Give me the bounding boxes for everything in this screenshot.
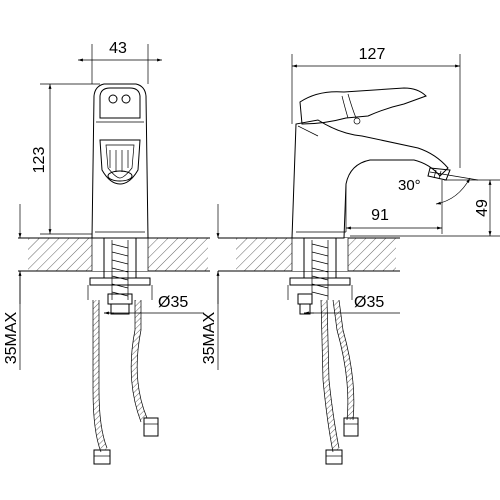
front-faucet-body (91, 83, 149, 239)
side-hole-dimension: Ø35 (304, 294, 400, 315)
side-countertop (218, 237, 400, 272)
side-hole-diameter-label: Ø35 (354, 294, 384, 311)
side-reach-label: 91 (371, 207, 389, 224)
side-faucet-body (291, 87, 451, 239)
front-view: 43 123 35MAX Ø35 (3, 40, 210, 465)
side-length-dimension: 127 (291, 46, 461, 168)
front-mounting-hardware (87, 237, 153, 315)
side-angle-dimension: 30° (398, 171, 479, 205)
front-height-dimension: 123 (31, 83, 100, 235)
side-thickness-dimension: 35MAX (201, 204, 220, 370)
side-mounting-hardware (287, 237, 353, 315)
side-view: 127 91 49 30° 35MAX (201, 46, 500, 465)
front-height-label: 123 (31, 147, 48, 174)
side-angle-label: 30° (398, 177, 421, 194)
side-reach-dimension: 91 (346, 180, 443, 234)
side-hoses (320, 299, 359, 465)
side-length-label: 127 (359, 46, 386, 63)
side-spout-height-dimension: 49 (350, 179, 500, 237)
front-thickness-label: 35MAX (3, 311, 20, 364)
front-thickness-dimension: 35MAX (3, 204, 22, 370)
front-hole-diameter-label: Ø35 (158, 294, 188, 311)
front-width-dimension: 43 (78, 40, 162, 84)
front-hole-dimension: Ø35 (104, 294, 204, 315)
front-hoses (92, 300, 159, 465)
side-thickness-label: 35MAX (201, 311, 218, 364)
front-width-label: 43 (109, 40, 127, 57)
side-spout-height-label: 49 (474, 199, 491, 217)
front-countertop (18, 237, 210, 272)
